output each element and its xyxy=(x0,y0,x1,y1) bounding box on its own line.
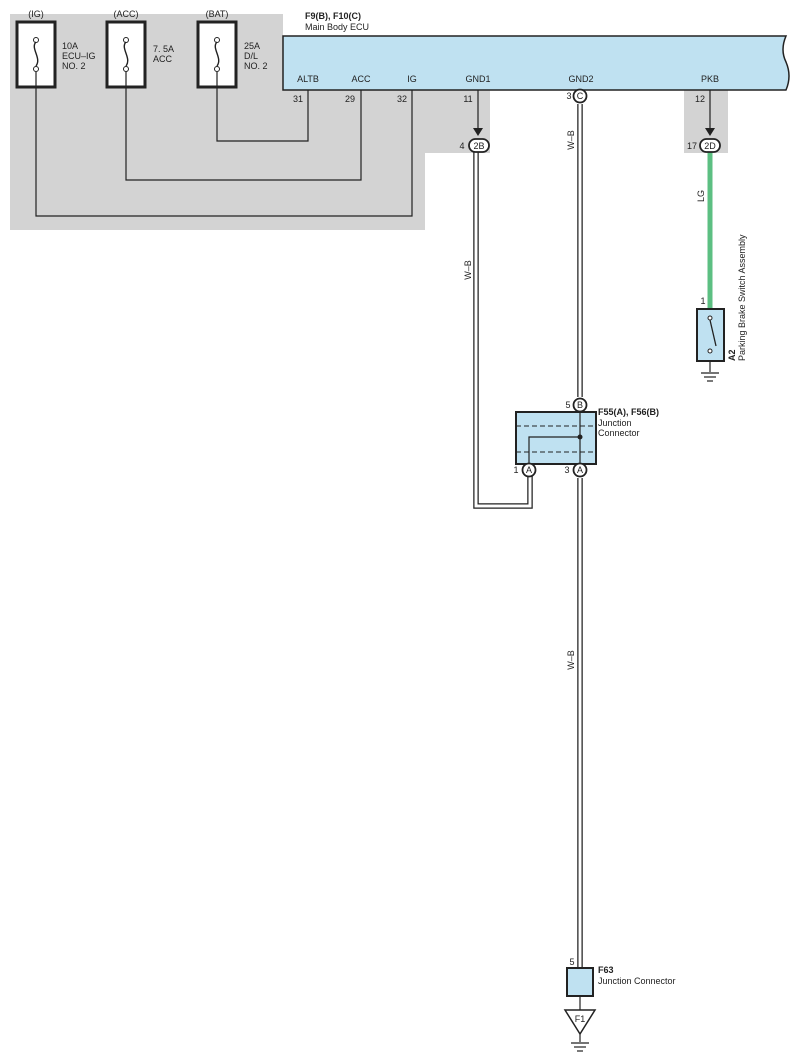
internal-wiring xyxy=(35,72,413,217)
inline-connector-2b-pin: 4 xyxy=(459,141,464,151)
fuse-name-bat-1: D/L xyxy=(244,51,258,61)
fuse-name-acc-1: ACC xyxy=(153,54,173,64)
fuse-link-icon xyxy=(33,41,39,67)
fuse-link-icon xyxy=(214,41,220,67)
terminal-pkb-label: PKB xyxy=(701,74,719,84)
inline-connector-2b-id: 2B xyxy=(473,141,484,151)
terminal-gnd1-label: GND1 xyxy=(465,74,490,84)
ground-point-label: F1 xyxy=(575,1014,586,1024)
ground-icon xyxy=(701,372,719,382)
inline-connector-2d: 2D 17 xyxy=(687,138,721,153)
wire-ig-to-ig xyxy=(35,72,413,217)
fuse-name-ig-2: NO. 2 xyxy=(62,61,86,71)
fuse-source-bat: (BAT) xyxy=(206,9,229,19)
pin-number-altb: 31 xyxy=(293,94,303,104)
wire-color-gnd1: W–B xyxy=(463,260,473,280)
pin-number-gnd2: 3 xyxy=(566,91,571,101)
fuse-name-bat-2: NO. 2 xyxy=(244,61,268,71)
f63-pin: 5 xyxy=(569,957,574,967)
parking-brake-switch: 1 A2 Parking Brake Switch Assembly xyxy=(696,234,747,382)
pin-number-gnd1: 11 xyxy=(463,94,472,104)
pin-number-pkb: 12 xyxy=(695,94,705,104)
ground-icon xyxy=(571,1042,589,1052)
fuse-link-icon xyxy=(123,41,129,67)
ecu-code: F9(B), F10(C) xyxy=(305,11,361,21)
terminal-gnd2-label: GND2 xyxy=(568,74,593,84)
ecu-name: Main Body ECU xyxy=(305,22,369,32)
pin-number-acc: 29 xyxy=(345,94,355,104)
junction-pin-b xyxy=(572,397,588,413)
junction-bl-pin: 1 xyxy=(513,465,518,475)
terminal-acc-label: ACC xyxy=(351,74,371,84)
junction-br-id: A xyxy=(577,465,583,475)
arrow-down-icon xyxy=(473,128,483,136)
junction-top-pin: 5 xyxy=(565,400,570,410)
fuse-name-ig-1: ECU–IG xyxy=(62,51,96,61)
inline-connector-2d-id: 2D xyxy=(704,141,716,151)
switch-code: A2 xyxy=(727,349,737,361)
fuse-rating-acc: 7. 5A xyxy=(153,44,174,54)
pin-number-ig: 32 xyxy=(397,94,407,104)
junction-br-pin: 3 xyxy=(564,465,569,475)
ecu-box xyxy=(282,35,790,91)
ecu-connector-c-id: C xyxy=(577,91,584,101)
wire-color-gnd2-lower: W–B xyxy=(566,650,576,670)
switch-pin: 1 xyxy=(700,296,705,306)
junction-name-2: Connector xyxy=(598,428,640,438)
wire-color-pkb: LG xyxy=(696,190,706,202)
wire-color-gnd2-upper: W–B xyxy=(566,130,576,150)
junction-name-1: Junction xyxy=(598,418,632,428)
wire-gnd1 xyxy=(473,90,533,509)
terminal-altb-label: ALTB xyxy=(297,74,319,84)
junction-connector-f55-f56: B 5 A 1 A 3 F55(A), F56(B) Junction Conn… xyxy=(513,397,659,478)
junction-pin-a-left xyxy=(521,462,537,478)
fuse-rating-ig: 10A xyxy=(62,41,78,51)
terminal-ig-label: IG xyxy=(407,74,417,84)
f63-code: F63 xyxy=(598,965,614,975)
junction-pin-a-right xyxy=(572,462,588,478)
fuse-rating-bat: 25A xyxy=(244,41,260,51)
wire-bat-to-altb xyxy=(216,72,309,142)
wire-pkb xyxy=(705,90,715,310)
junction-code: F55(A), F56(B) xyxy=(598,407,659,417)
fuse-source-acc: (ACC) xyxy=(114,9,139,19)
arrow-down-icon xyxy=(705,128,715,136)
inline-connector-2d-pin: 17 xyxy=(687,141,697,151)
switch-name: Parking Brake Switch Assembly xyxy=(737,234,747,361)
fuse-source-ig: (IG) xyxy=(28,9,44,19)
ecu-connector-c: C xyxy=(572,88,588,104)
ground-point-triangle xyxy=(563,1009,597,1036)
switch-contact-icon xyxy=(709,319,717,347)
junction-top-id: B xyxy=(577,400,583,410)
f63-name: Junction Connector xyxy=(598,976,676,986)
inline-connector-2b: 2B 4 xyxy=(459,138,490,153)
junction-connector-f63: 5 F63 Junction Connector F1 xyxy=(563,957,676,1052)
junction-bl-id: A xyxy=(526,465,532,475)
wire-acc-to-acc xyxy=(125,72,362,181)
